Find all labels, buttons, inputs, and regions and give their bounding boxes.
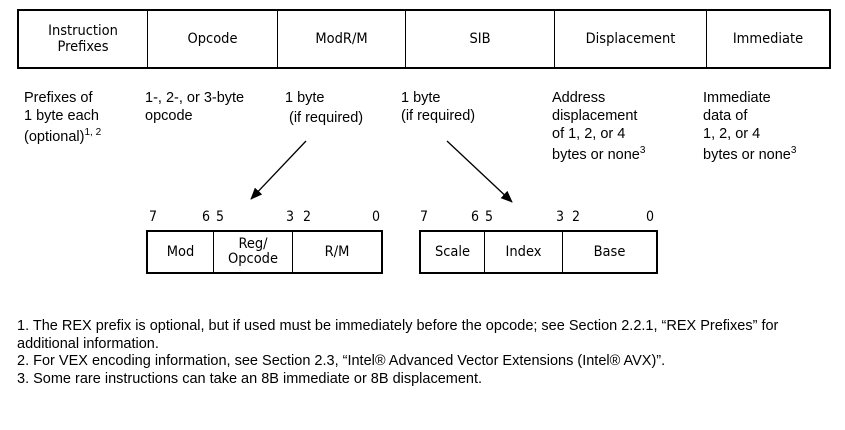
desc-modrm-line1: 1 byte (285, 90, 325, 106)
footnote-2: 2. For VEX encoding information, see Sec… (17, 353, 666, 369)
field-opcode: Opcode (148, 11, 278, 67)
sib-scale-field: Scale (421, 232, 485, 272)
field-immediate: Immediate (732, 31, 804, 47)
desc-prefixes-line1: Prefixes of (24, 90, 93, 106)
modrm-bit-2: 2 (303, 209, 312, 225)
footnotes: 1. The REX prefix is optional, but if us… (17, 318, 832, 388)
modrm-reg-line1: Reg/ (238, 236, 268, 252)
sib-arrow (446, 140, 513, 203)
desc-immediate: Immediate data of 1, 2, or 4 bytes or no… (703, 89, 796, 164)
sib-bit-3: 3 (556, 209, 565, 225)
modrm-reg-line2: Opcode (227, 251, 278, 267)
desc-displacement-line1: Address (552, 90, 606, 106)
sib-bit-2: 2 (572, 209, 581, 225)
desc-sib-line2: (if required) (401, 108, 476, 124)
sib-bit-7: 7 (420, 209, 429, 225)
modrm-mod-field: Mod (148, 232, 214, 272)
desc-immediate-footnote: 3 (790, 145, 797, 156)
footnote-1: 1. The REX prefix is optional, but if us… (17, 318, 779, 352)
desc-immediate-line2: data of (703, 108, 748, 124)
modrm-bit-6: 6 (202, 209, 211, 225)
desc-sib-line1: 1 byte (401, 90, 441, 106)
desc-displacement-footnote: 3 (639, 145, 646, 156)
field-displacement: Displacement (555, 11, 707, 67)
desc-sib: 1 byte (if required) (401, 89, 475, 125)
desc-displacement-line3: of 1, 2, or 4 (552, 126, 626, 142)
desc-immediate-line4: bytes or none (703, 147, 791, 163)
field-instruction-prefixes: Instruction Prefixes (19, 11, 148, 67)
desc-modrm: 1 byte (if required) (285, 89, 363, 127)
field-sib: SIB (406, 11, 555, 67)
desc-displacement-line4: bytes or none (552, 147, 640, 163)
modrm-byte-layout: Mod Reg/ Opcode R/M (146, 230, 383, 274)
desc-immediate-line3: 1, 2, or 4 (703, 126, 761, 142)
desc-opcode-line1: 1-, 2-, or 3-byte (145, 90, 245, 106)
sib-byte-layout: Scale Index Base (419, 230, 658, 274)
footnote-3: 3. Some rare instructions can take an 8B… (17, 370, 483, 387)
modrm-arrow (250, 140, 307, 200)
desc-modrm-line2: (if required) (289, 110, 364, 126)
sib-base-field: Base (593, 243, 626, 260)
instruction-format-table: Instruction Prefixes Opcode ModR/M SIB D… (17, 9, 831, 69)
sib-bit-0: 0 (646, 209, 655, 225)
modrm-rm-field: R/M (324, 243, 350, 260)
modrm-bit-5: 5 (216, 209, 225, 225)
desc-displacement: Address displacement of 1, 2, or 4 bytes… (552, 89, 645, 164)
sib-bit-5: 5 (485, 209, 494, 225)
desc-prefixes-footnote: 1, 2 (84, 127, 102, 138)
desc-opcode-line2: opcode (145, 108, 193, 124)
desc-opcode: 1-, 2-, or 3-byte opcode (145, 89, 244, 125)
desc-displacement-line2: displacement (552, 108, 638, 124)
sib-index-field: Index (485, 232, 563, 272)
sib-bit-6: 6 (471, 209, 480, 225)
desc-prefixes-line2: 1 byte each (24, 108, 99, 124)
desc-immediate-line1: Immediate (703, 90, 771, 106)
modrm-bit-0: 0 (372, 209, 381, 225)
desc-prefixes-line3: (optional) (24, 129, 85, 145)
modrm-bit-7: 7 (149, 209, 158, 225)
field-modrm: ModR/M (278, 11, 406, 67)
modrm-bit-3: 3 (286, 209, 295, 225)
modrm-reg-field: Reg/ Opcode (214, 232, 293, 272)
desc-prefixes: Prefixes of 1 byte each (optional)1, 2 (24, 89, 101, 146)
